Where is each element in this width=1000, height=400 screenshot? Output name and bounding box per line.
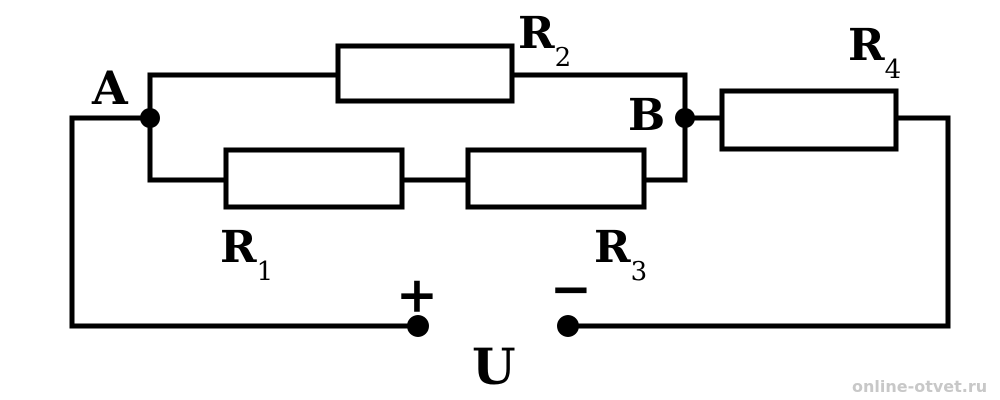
voltage-label-u: U bbox=[472, 337, 516, 396]
node-b-dot bbox=[675, 108, 695, 128]
resistor-r3 bbox=[465, 147, 647, 210]
wire-r3-to-b bbox=[641, 115, 688, 183]
terminal-plus bbox=[407, 315, 429, 337]
label-r2: R2 bbox=[518, 8, 571, 73]
polarity-minus: − bbox=[550, 259, 592, 318]
wire-a-to-r1 bbox=[147, 115, 229, 183]
resistor-r2 bbox=[335, 43, 515, 104]
terminal-minus bbox=[557, 315, 579, 337]
resistor-r4 bbox=[719, 88, 899, 152]
wire-r2-to-b bbox=[509, 72, 688, 121]
wire-r4-to-minus bbox=[565, 115, 951, 329]
label-r4: R4 bbox=[848, 20, 901, 85]
node-a-dot bbox=[140, 108, 160, 128]
node-label-a: A bbox=[91, 61, 129, 115]
label-r1: R1 bbox=[220, 222, 273, 287]
wire-top-branch bbox=[147, 72, 341, 121]
wire-a-to-plus bbox=[69, 115, 421, 329]
watermark: online-otvet.ru bbox=[852, 377, 987, 396]
label-r3: R3 bbox=[594, 222, 647, 287]
node-label-b: B bbox=[628, 90, 665, 141]
polarity-plus: + bbox=[396, 265, 438, 324]
resistor-r1 bbox=[223, 147, 405, 210]
